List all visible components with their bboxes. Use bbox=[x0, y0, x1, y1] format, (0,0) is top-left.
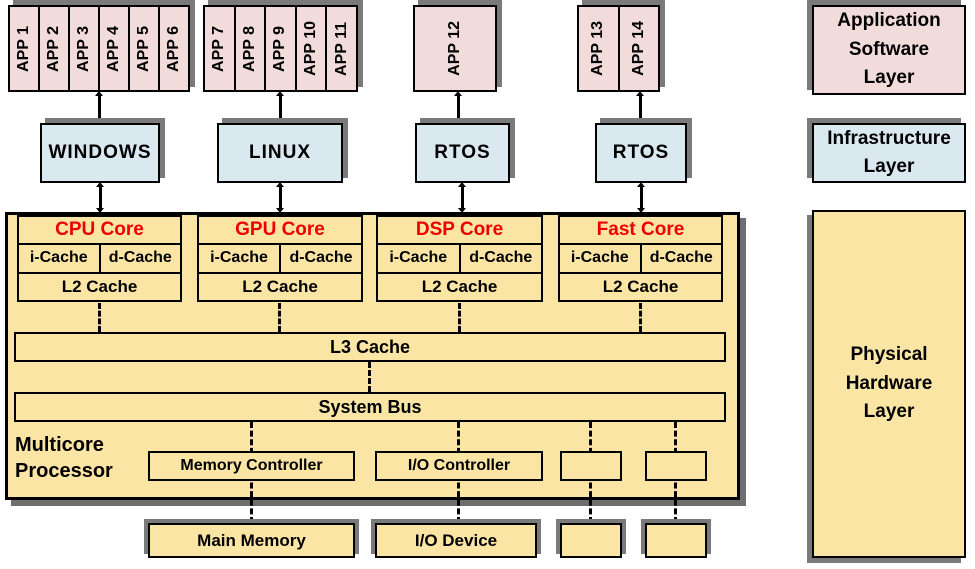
connector-rtos-fast bbox=[637, 182, 645, 213]
app-box: APP 4 bbox=[100, 7, 130, 90]
app-box: APP 1 bbox=[10, 7, 40, 90]
i-cache-box: i-Cache bbox=[19, 245, 101, 272]
system-bus-label: System Bus bbox=[318, 396, 422, 417]
dashed-link-cpu-l3 bbox=[98, 303, 101, 332]
app-label: APP 8 bbox=[240, 25, 258, 72]
app-label: APP 5 bbox=[135, 25, 152, 72]
app-box: APP 3 bbox=[70, 7, 100, 90]
connector-app12-rtos bbox=[454, 91, 462, 124]
app-label: APP 2 bbox=[45, 25, 62, 72]
physical-hardware-layer-box: Physical Hardware Layer bbox=[812, 210, 966, 558]
core-block-dsp: DSP Core i-Cache d-Cache L2 Cache bbox=[376, 215, 543, 302]
system-bus-bar: System Bus bbox=[14, 392, 726, 422]
os-box-rtos-1: RTOS bbox=[415, 123, 510, 183]
dashed-link-gpu-l3 bbox=[278, 303, 281, 332]
main-memory-box: Main Memory bbox=[148, 523, 355, 558]
app-label: APP 10 bbox=[302, 21, 320, 76]
connector-rtos-dsp bbox=[458, 182, 466, 213]
app-label: APP 4 bbox=[105, 25, 122, 72]
l2-cache-box: L2 Cache bbox=[19, 271, 180, 300]
app-box: APP 5 bbox=[130, 7, 160, 90]
multicore-processor-label: Multicore Processor bbox=[15, 434, 113, 482]
layer-label: Infrastructure Layer bbox=[827, 127, 951, 178]
os-box-linux: LINUX bbox=[217, 123, 343, 183]
app-label: APP 14 bbox=[629, 21, 647, 76]
infrastructure-layer-box: Infrastructure Layer bbox=[812, 123, 966, 183]
app-group-1: APP 1 APP 2 APP 3 APP 4 APP 5 APP 6 bbox=[8, 5, 190, 92]
l3-cache-bar: L3 Cache bbox=[14, 332, 726, 362]
layer-label: Application Software Layer bbox=[837, 10, 941, 89]
cache-row: i-Cache d-Cache bbox=[19, 243, 180, 272]
os-label: LINUX bbox=[249, 142, 311, 163]
d-cache-box: d-Cache bbox=[108, 249, 172, 267]
l2-cache-box: L2 Cache bbox=[560, 271, 721, 300]
l2-cache-box: L2 Cache bbox=[199, 271, 361, 300]
dashed-link-fast-l3 bbox=[639, 303, 642, 332]
cache-row: i-Cache d-Cache bbox=[560, 243, 721, 272]
connector-apps-linux bbox=[276, 91, 284, 124]
main-memory-label: Main Memory bbox=[197, 530, 306, 550]
app-label: APP 13 bbox=[589, 21, 607, 76]
d-cache-box: d-Cache bbox=[649, 249, 713, 267]
core-title: Fast Core bbox=[596, 219, 685, 241]
app-label: APP 6 bbox=[165, 25, 182, 72]
app-group-2: APP 7 APP 8 APP 9 APP 10 APP 11 bbox=[203, 5, 358, 92]
dashed-link-dsp-l3 bbox=[458, 303, 461, 332]
app-box: APP 11 bbox=[327, 7, 356, 90]
connector-linux-gpu bbox=[276, 182, 284, 213]
l2-cache-box: L2 Cache bbox=[378, 271, 541, 300]
connector-windows-cpu bbox=[96, 182, 104, 213]
unlabeled-controller-box-1 bbox=[560, 451, 622, 481]
app-box: APP 14 bbox=[620, 7, 659, 90]
cache-row: i-Cache d-Cache bbox=[199, 243, 361, 272]
d-cache-box: d-Cache bbox=[469, 249, 533, 267]
layer-label: Physical Hardware Layer bbox=[845, 344, 933, 423]
application-software-layer-box: Application Software Layer bbox=[812, 5, 966, 95]
app-label: APP 3 bbox=[75, 25, 92, 72]
core-block-fast: Fast Core i-Cache d-Cache L2 Cache bbox=[558, 215, 723, 302]
app-box: APP 8 bbox=[236, 7, 267, 90]
os-label: WINDOWS bbox=[48, 142, 152, 163]
unlabeled-device-box-1 bbox=[560, 523, 622, 558]
app-box: APP 9 bbox=[266, 7, 297, 90]
app-box: APP 2 bbox=[40, 7, 70, 90]
core-block-cpu: CPU Core i-Cache d-Cache L2 Cache bbox=[17, 215, 182, 302]
core-title: CPU Core bbox=[55, 219, 144, 241]
core-block-gpu: GPU Core i-Cache d-Cache L2 Cache bbox=[197, 215, 363, 302]
core-title: GPU Core bbox=[235, 219, 325, 241]
d-cache-box: d-Cache bbox=[289, 249, 353, 267]
app-box: APP 13 bbox=[579, 7, 620, 90]
i-cache-box: i-Cache bbox=[560, 245, 642, 272]
app-box: APP 10 bbox=[297, 7, 328, 90]
unlabeled-controller-box-2 bbox=[645, 451, 707, 481]
i-cache-box: i-Cache bbox=[378, 245, 461, 272]
io-device-box: I/O Device bbox=[375, 523, 537, 558]
app-box-12: APP 12 bbox=[413, 5, 497, 92]
connector-apps-windows bbox=[95, 91, 103, 124]
os-label: RTOS bbox=[434, 142, 491, 163]
connector-apps-rtos2 bbox=[636, 91, 644, 124]
app-box: APP 7 bbox=[205, 7, 236, 90]
app-label: APP 12 bbox=[446, 21, 463, 76]
app-label: APP 11 bbox=[332, 21, 350, 76]
os-label: RTOS bbox=[612, 142, 670, 163]
io-device-label: I/O Device bbox=[414, 530, 498, 550]
os-box-rtos-2: RTOS bbox=[595, 123, 687, 183]
io-controller-box: I/O Controller bbox=[375, 451, 543, 481]
io-controller-label: I/O Controller bbox=[407, 457, 511, 474]
memory-controller-label: Memory Controller bbox=[180, 457, 323, 474]
app-label: APP 1 bbox=[15, 25, 32, 72]
i-cache-box: i-Cache bbox=[199, 245, 281, 272]
memory-controller-box: Memory Controller bbox=[148, 451, 355, 481]
core-title: DSP Core bbox=[415, 219, 504, 241]
app-group-3: APP 13 APP 14 bbox=[577, 5, 660, 92]
os-box-windows: WINDOWS bbox=[40, 123, 160, 183]
app-box: APP 6 bbox=[160, 7, 188, 90]
l3-cache-label: L3 Cache bbox=[329, 336, 411, 357]
cache-row: i-Cache d-Cache bbox=[378, 243, 541, 272]
dashed-link-l3-systembus bbox=[368, 362, 371, 392]
app-label: APP 7 bbox=[210, 25, 228, 72]
unlabeled-device-box-2 bbox=[645, 523, 707, 558]
app-label: APP 9 bbox=[271, 25, 289, 72]
